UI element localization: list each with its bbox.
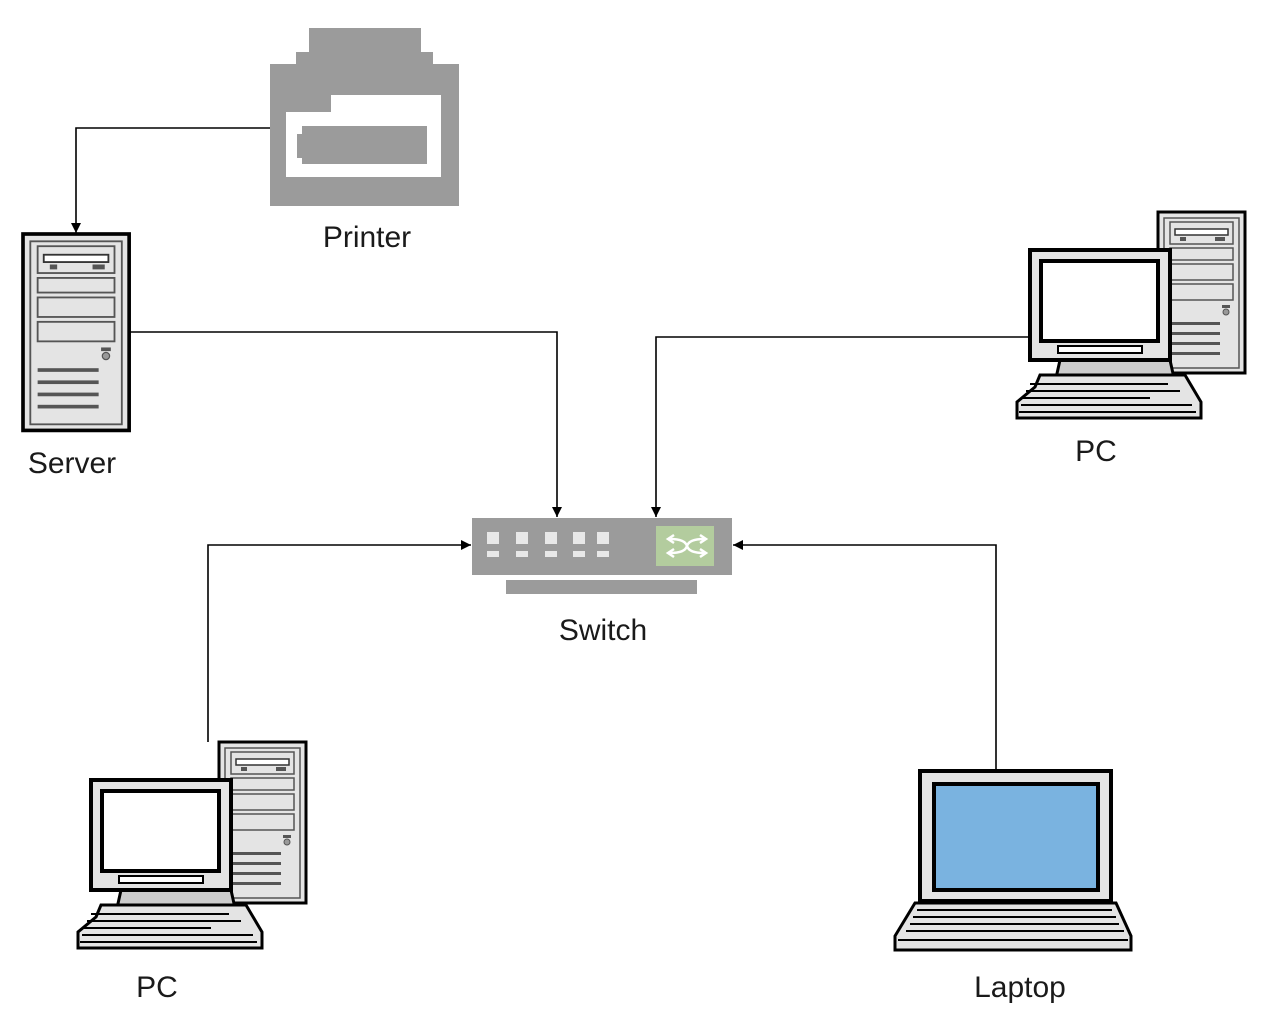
desktop-pc-icon[interactable] — [78, 742, 306, 948]
pc-left-label: PC — [136, 971, 178, 1004]
pc-right-label: PC — [1075, 435, 1117, 468]
server-label: Server — [28, 447, 116, 480]
link-printer-server — [71, 127, 270, 233]
link-pc-right-switch — [651, 336, 1030, 517]
desktop-pc-icon[interactable] — [1017, 212, 1245, 418]
link-server-switch — [130, 331, 562, 517]
link-pc-left-switch — [207, 540, 471, 742]
shuffle-icon — [665, 533, 709, 559]
laptop-icon[interactable] — [893, 769, 1133, 952]
printer-label: Printer — [323, 221, 411, 254]
laptop-label: Laptop — [974, 971, 1066, 1004]
link-laptop-switch — [733, 540, 997, 769]
switch-label: Switch — [559, 614, 647, 647]
network-switch-icon[interactable] — [472, 518, 732, 594]
printer-icon[interactable] — [270, 28, 459, 206]
server-icon[interactable] — [21, 232, 131, 433]
